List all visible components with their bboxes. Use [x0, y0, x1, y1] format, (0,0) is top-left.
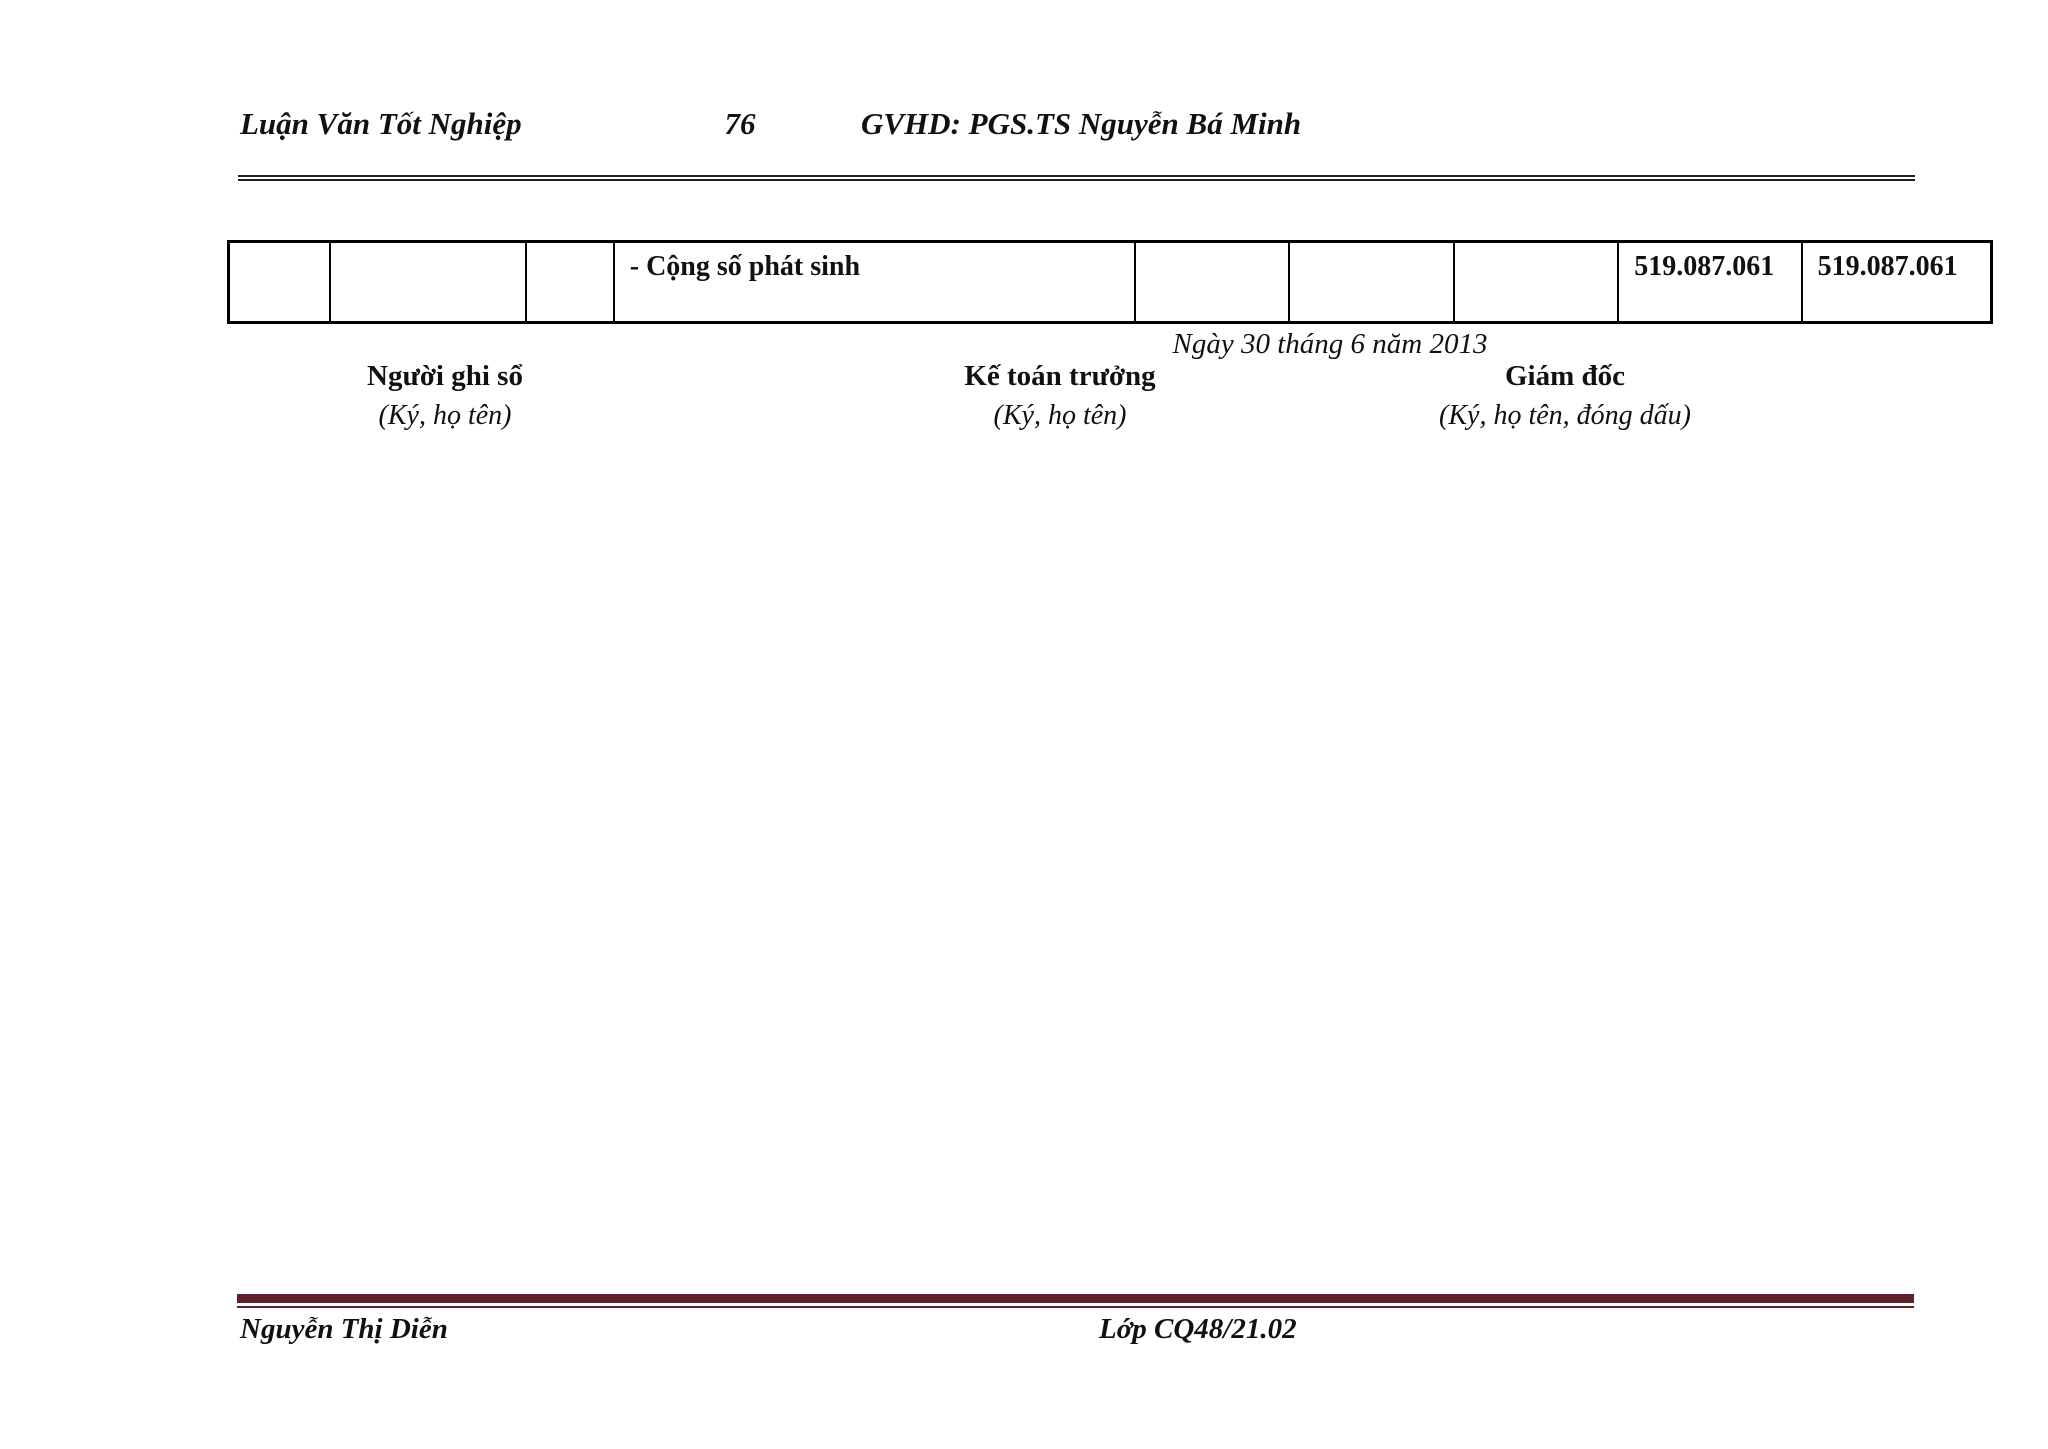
table-cell-credit-total: 519.087.061 [1800, 243, 1990, 321]
signature-note: (Ký, họ tên) [378, 400, 512, 431]
signature-title: Giám đốc [1504, 360, 1626, 392]
signature-note: (Ký, họ tên) [993, 400, 1127, 431]
table-cell-voucher-date [525, 243, 613, 321]
signature-note: (Ký, họ tên, đóng dấu) [1439, 400, 1691, 431]
signature-title: Kế toán trưởng [964, 360, 1156, 392]
header-rule [238, 175, 1915, 181]
table-cell-empty-2 [1288, 243, 1452, 321]
ledger-table: - Cộng số phát sinh 519.087.061 519.087.… [227, 240, 1993, 324]
advisor-name: GVHD: PGS.TS Nguyễn Bá Minh [861, 106, 1302, 141]
signature-block-director: Giám đốc (Ký, họ tên, đóng dấu) [1365, 360, 1765, 432]
footer-rule-thick [237, 1294, 1914, 1303]
footer-rule-thin [237, 1306, 1914, 1308]
table-cell-description: - Cộng số phát sinh [612, 243, 1134, 321]
footer-author: Nguyễn Thị Diễn [240, 1313, 448, 1345]
table-cell-empty-1 [1133, 243, 1288, 321]
table-cell-voucher [328, 243, 525, 321]
signature-title: Người ghi sổ [367, 360, 523, 392]
document-title: Luận Văn Tốt Nghiệp [240, 106, 522, 141]
signature-block-bookkeeper: Người ghi sổ (Ký, họ tên) [245, 360, 645, 432]
footer-class: Lớp CQ48/21.02 [1099, 1313, 1297, 1345]
date-line: Ngày 30 tháng 6 năm 2013 [1172, 328, 1488, 360]
table-cell-empty-3 [1452, 243, 1617, 321]
table-cell-date-recorded [230, 243, 329, 321]
page-number: 76 [724, 106, 756, 141]
signature-block-chief-accountant: Kế toán trưởng (Ký, họ tên) [860, 360, 1260, 432]
table-cell-debit-total: 519.087.061 [1617, 243, 1800, 321]
